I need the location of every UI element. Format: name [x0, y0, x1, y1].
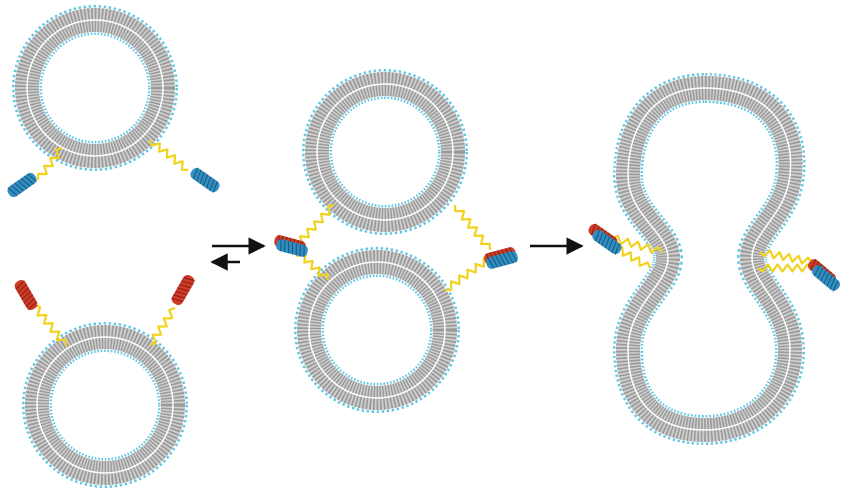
linker — [148, 139, 189, 172]
helix-body — [276, 239, 308, 257]
helix-stripe — [209, 178, 215, 191]
helix-stripe — [212, 181, 219, 194]
helix-stripe — [604, 236, 611, 249]
helix-stripe — [10, 184, 21, 194]
helix-stripe — [25, 297, 36, 308]
vesicle-bottom-left — [22, 322, 188, 488]
helix-stripe — [506, 252, 514, 264]
helix-stripe — [614, 243, 621, 256]
helix-body — [486, 251, 518, 269]
helix-stripe — [179, 283, 192, 289]
helix-stripe — [820, 269, 827, 282]
blue-peptide — [276, 238, 308, 258]
linker — [33, 303, 68, 347]
helix-stripe — [7, 187, 18, 197]
bilayer-midline — [26, 19, 164, 157]
helix-body — [171, 274, 195, 306]
linker — [611, 234, 663, 254]
helix-stripe — [173, 294, 186, 299]
helix-stripe — [826, 275, 833, 287]
helix-stripe — [510, 251, 518, 263]
helix-stripe — [175, 290, 188, 296]
helix-stripe — [199, 172, 205, 184]
linker — [36, 146, 63, 181]
headgroup-layer — [612, 72, 806, 446]
linker — [149, 306, 176, 347]
linker — [444, 256, 491, 292]
red-peptide — [14, 279, 38, 311]
blue-peptide — [592, 229, 622, 256]
helix-stripe — [832, 280, 839, 292]
helix-stripe — [823, 272, 830, 285]
blue-peptide — [486, 251, 518, 269]
helix-stripe — [809, 258, 817, 271]
helix-stripe — [20, 177, 31, 187]
linker — [757, 263, 813, 273]
helix-stripe — [498, 254, 507, 266]
helix-stripe — [495, 255, 503, 267]
bilayer-midline — [308, 261, 446, 399]
helix-stripe — [19, 287, 30, 297]
helix-stripe — [299, 244, 301, 257]
red-peptide — [171, 274, 196, 306]
helix-stripe — [607, 238, 614, 251]
helix-stripe — [487, 257, 495, 269]
helix-stripe — [502, 253, 510, 265]
helix-stripe — [491, 256, 499, 268]
helix-stripe — [813, 264, 821, 277]
helix-stripe — [171, 297, 184, 303]
helix-stripe — [287, 240, 290, 254]
helix-body — [811, 265, 841, 291]
helix-stripe — [181, 280, 194, 285]
helix-stripe — [598, 231, 604, 244]
helix-stripe — [303, 245, 305, 258]
helix-body — [190, 167, 220, 193]
helix-stripe — [590, 223, 597, 236]
blue-peptide — [7, 172, 38, 198]
bilayer-midline — [316, 83, 454, 221]
helix-stripe — [17, 283, 28, 294]
helix-stripe — [202, 174, 209, 187]
lipid-tails — [615, 75, 803, 443]
helix-stripe — [192, 167, 199, 180]
helix-stripe — [17, 180, 28, 190]
helix-stripe — [601, 234, 607, 246]
helix-stripe — [291, 241, 294, 255]
helix-stripe — [21, 290, 32, 301]
helix-stripe — [23, 294, 34, 304]
helix-stripe — [280, 238, 282, 252]
helix-stripe — [295, 242, 298, 256]
helix-stripe — [196, 169, 202, 182]
bilayer-midline — [36, 336, 174, 474]
helix-stripe — [177, 287, 190, 292]
helix-body — [14, 279, 38, 311]
helix-stripe — [829, 277, 836, 290]
vesicle-top-left — [12, 5, 178, 171]
linker — [759, 249, 813, 265]
helix-stripe — [183, 276, 196, 282]
vesicle-docked-top — [302, 69, 468, 235]
helix-stripe — [14, 182, 25, 192]
helix-body — [592, 229, 622, 255]
helix-body — [7, 172, 37, 198]
fused-vesicle — [612, 72, 806, 446]
helix-stripe — [23, 175, 35, 185]
bilayer-midline — [627, 87, 792, 431]
helix-stripe — [27, 301, 38, 311]
blue-peptide — [811, 264, 841, 292]
helix-stripe — [817, 267, 824, 280]
helix-stripe — [27, 173, 38, 183]
helix-stripe — [611, 240, 617, 253]
helix-stripe — [205, 176, 212, 189]
helix-stripe — [594, 229, 601, 242]
helix-stripe — [284, 239, 286, 253]
blue-peptide — [190, 167, 220, 194]
linker — [295, 203, 335, 248]
linker — [453, 204, 492, 251]
helix-stripe — [15, 280, 26, 290]
vesicle-docked-bottom — [294, 247, 460, 413]
